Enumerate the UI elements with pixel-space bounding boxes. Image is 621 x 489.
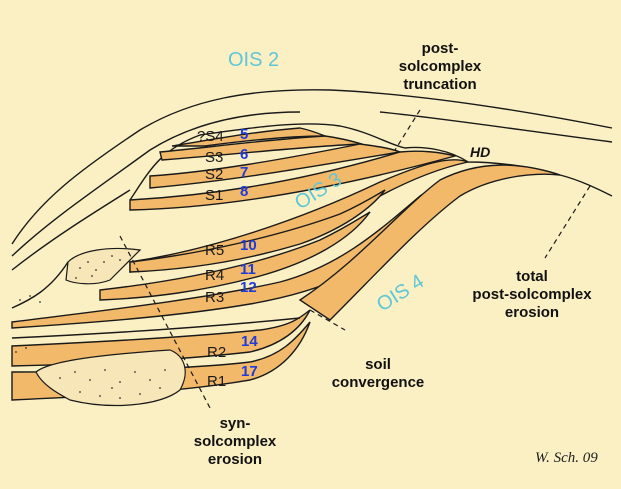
syn-line-1: syn- [220,415,251,432]
soil-number-r1: 17 [241,363,258,380]
soil-label-s2: S2 [205,166,223,183]
soil-label-s4: ?S4 [197,128,224,145]
soil-label-r3: R3 [205,289,224,306]
soil-label-r1: R1 [207,373,226,390]
soil-number-s3: 6 [240,146,248,163]
soil-number-s4: 5 [240,126,248,143]
convergence-line-2: convergence [332,374,425,391]
hd-label: HD [470,144,490,160]
syn-line-2: solcomplex [194,433,277,450]
soil-number-r3: 12 [240,279,257,296]
truncation-line-2: solcomplex [399,58,482,75]
soil-number-s1: 8 [240,183,248,200]
total-line-3: erosion [505,304,559,321]
truncation-line-1: post- [422,40,459,57]
soil-number-s2: 7 [240,164,248,181]
soil-label-s1: S1 [205,187,223,204]
author-signature: W. Sch. 09 [535,450,598,466]
soil-label-s3: S3 [205,149,223,166]
total-line-2: post-solcomplex [472,286,592,303]
ois2-label: OIS 2 [228,49,279,71]
convergence-line-1: soil [365,356,391,373]
soil-number-r4: 11 [240,261,256,278]
syn-line-3: erosion [208,451,262,468]
soil-label-r2: R2 [207,344,226,361]
soil-label-r5: R5 [205,242,224,259]
total-line-1: total [516,268,548,285]
soil-label-r4: R4 [205,267,224,284]
soil-number-r2: 14 [241,333,258,350]
soil-number-r5: 10 [240,237,257,254]
truncation-line-3: truncation [403,76,476,93]
